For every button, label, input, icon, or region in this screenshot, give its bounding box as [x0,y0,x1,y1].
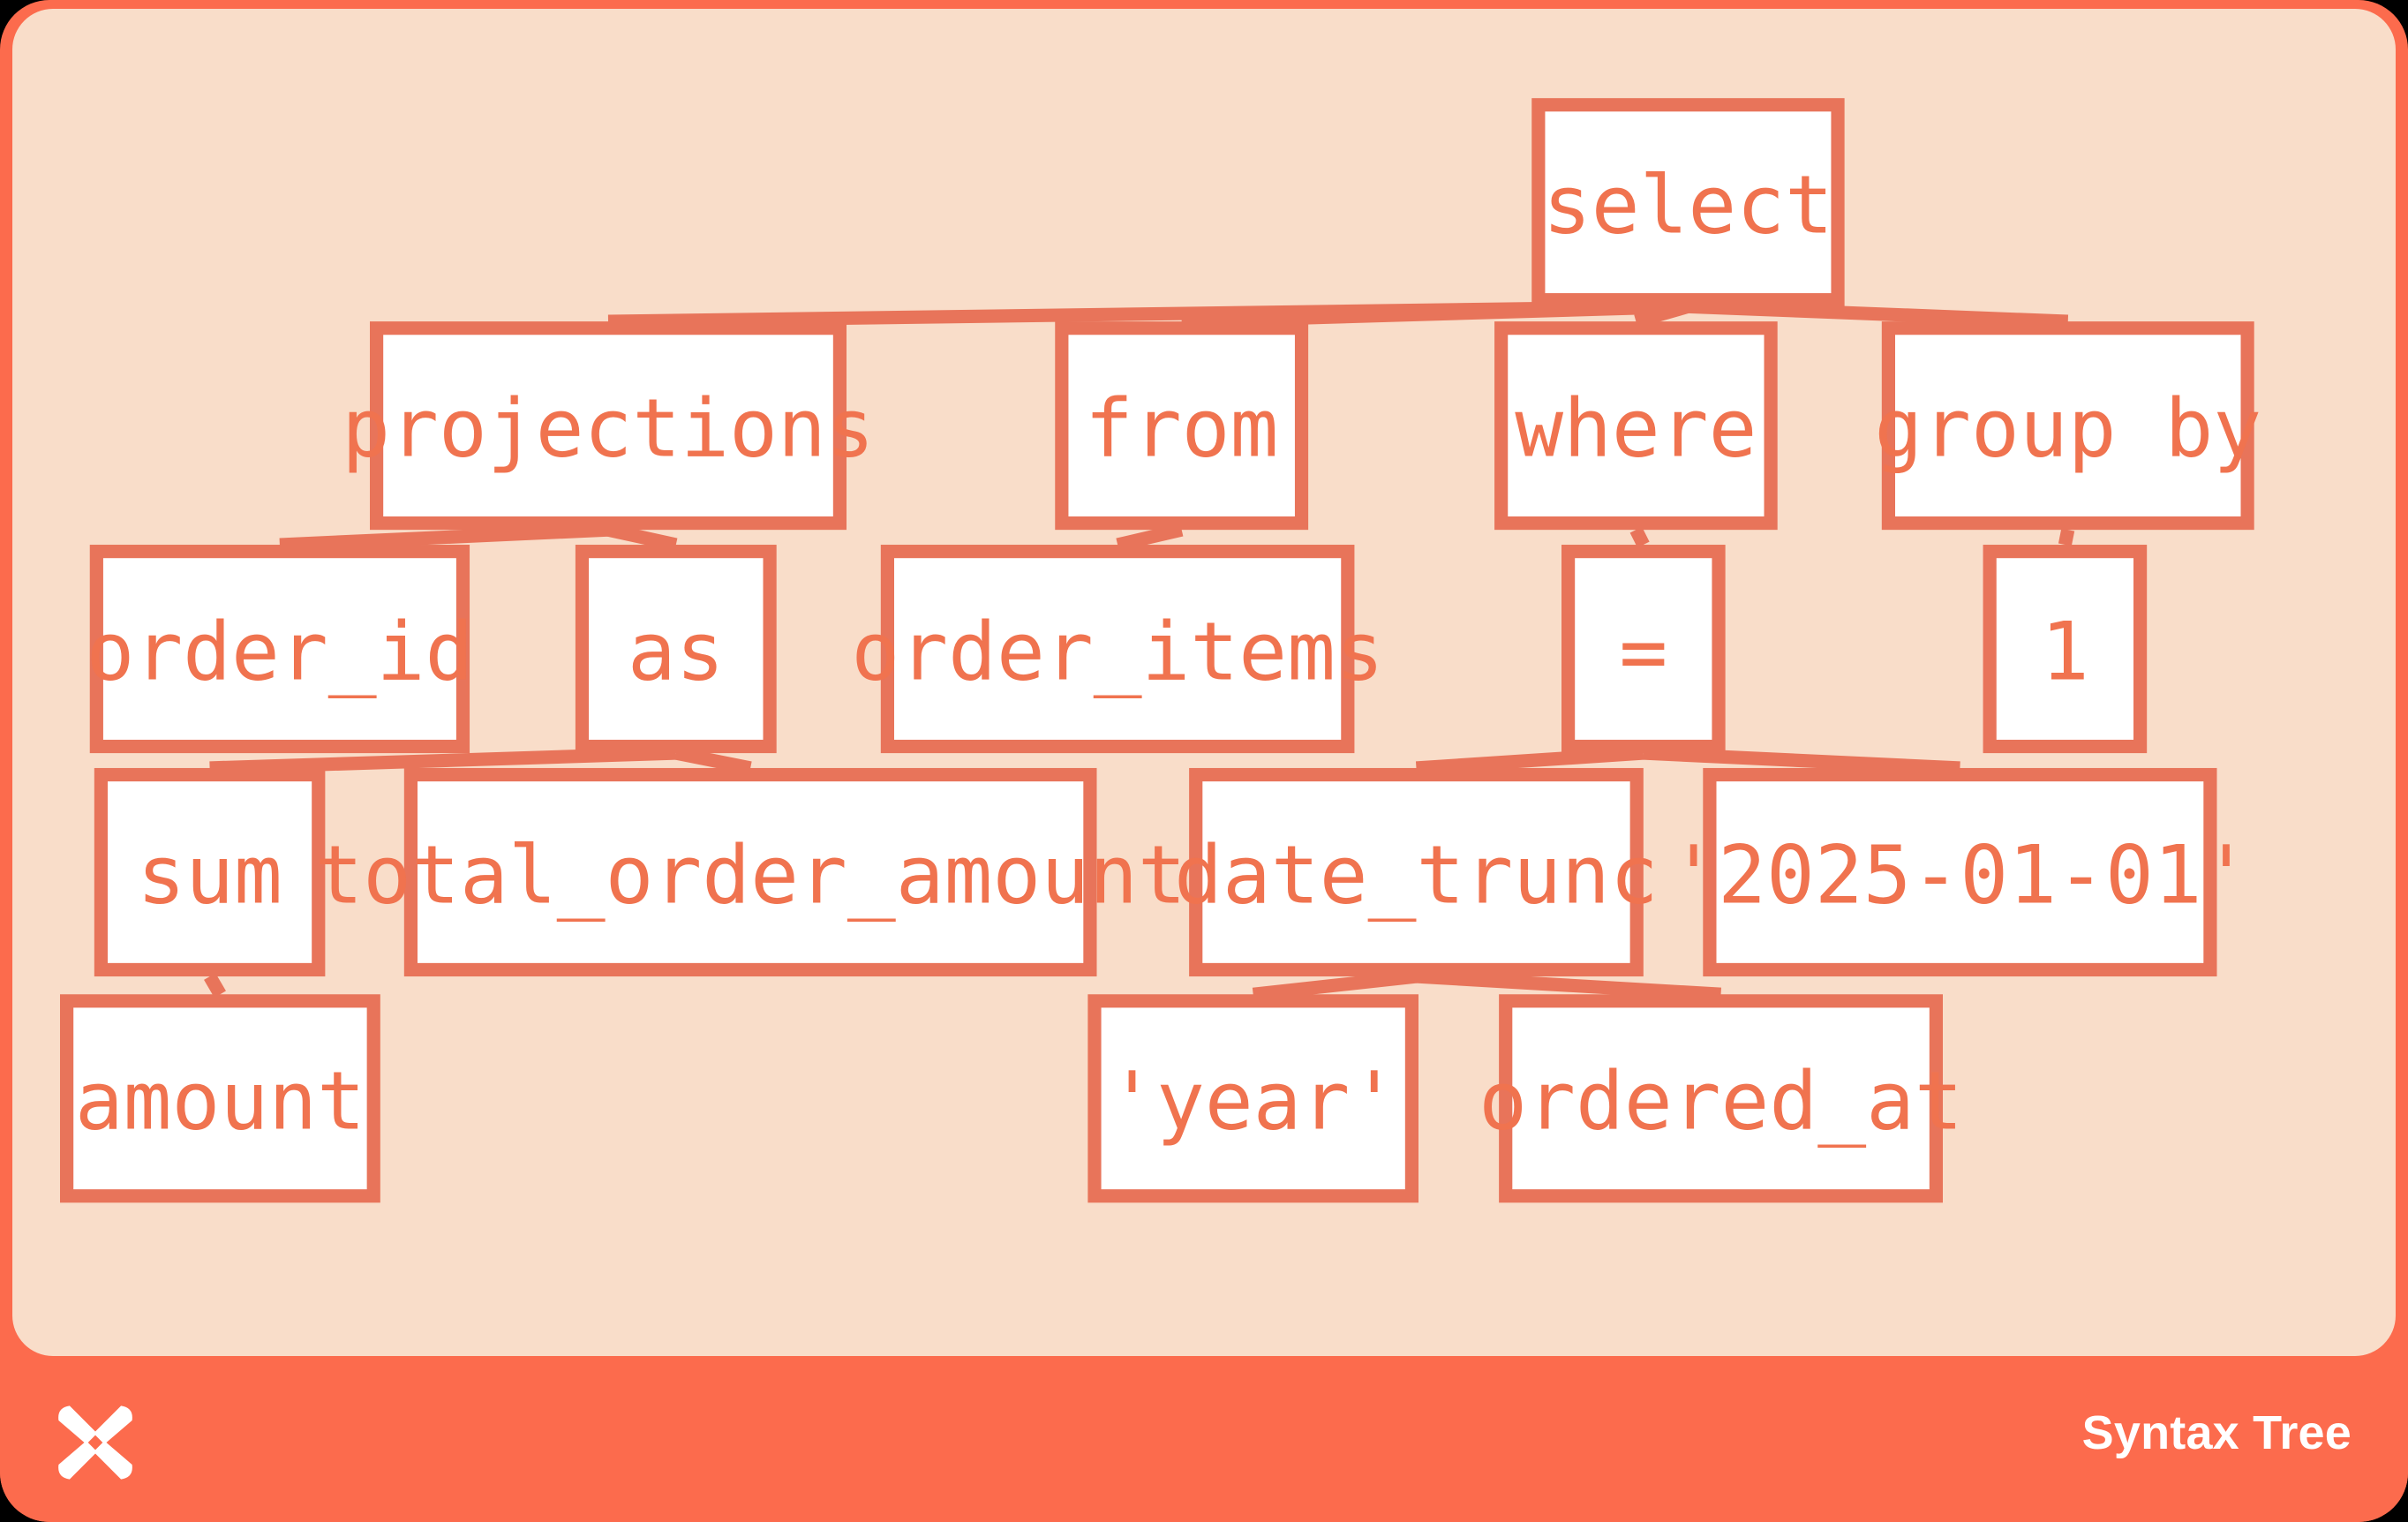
node-box [575,545,777,754]
node-box [1087,994,1418,1203]
tree-nodes: select projections from where group by order_… [60,98,2261,1203]
node-box [1055,321,1309,531]
node-box [1881,321,2254,531]
diagram-panel: select projections from where group by order_… [12,9,2396,1356]
tree-node-year-literal[interactable]: 'year' [1087,994,1418,1203]
syntax-tree-svg: select projections from where group by order_… [60,98,2261,1203]
node-label: from [1085,382,1278,476]
node-label: date_trunc [1174,828,1659,922]
tree-edge-from-to-order-items [1116,523,1184,552]
tree-edge-select-to-where [1634,299,1690,328]
node-label: projections [342,382,874,476]
footer-caption: Syntax Tree [2081,1406,2352,1459]
tree-node-date-trunc[interactable]: date_trunc [1174,767,1659,977]
node-box [1561,545,1726,754]
tree-edges [204,299,2075,1001]
node-label: as [628,605,725,698]
tree-edge-select-to-from [1181,299,1689,328]
tree-edge-date-trunc-to-year-literal [1252,969,1418,1001]
node-label: where [1515,382,1757,476]
tree-node-as[interactable]: as [575,545,777,754]
node-label: select [1543,159,1833,252]
tree-edge-where-to-equals [1629,526,1650,548]
tree-node-where[interactable]: where [1494,321,1778,531]
node-box [1703,767,2217,977]
node-box [60,994,380,1203]
node-box [1983,545,2148,754]
tree-edge-as-to-sum [209,746,677,775]
node-box [1499,994,1943,1203]
x-star-logo [58,1405,132,1480]
node-label: 1 [2041,605,2089,698]
tree-edge-date-trunc-to-ordered-at [1416,969,1722,1001]
tree-node-date-literal[interactable]: '2025-01-01' [1669,767,2251,977]
node-box [1189,767,1644,977]
tree-node-sum[interactable]: sum [94,767,326,977]
tree-node-group-by[interactable]: group by [1874,321,2261,531]
tree-node-amount[interactable]: amount [60,994,380,1203]
node-label: amount [75,1055,365,1149]
tree-edge-group-by-to-one [2058,528,2075,546]
node-label: ordered_at [1479,1055,1963,1149]
node-box [1494,321,1778,531]
tree-edge-as-to-total-order-amount [674,746,752,775]
tree-node-from[interactable]: from [1055,321,1309,531]
tree-edge-projections-to-order-id [279,523,609,552]
node-box [403,767,1097,977]
node-box [1531,98,1845,307]
tree-edge-projections-to-as [606,523,678,552]
tree-node-select[interactable]: select [1531,98,1845,307]
node-label: group by [1874,382,2261,476]
node-label: = [1619,605,1667,698]
node-box [94,767,326,977]
tree-edge-equals-to-date-literal [1643,746,1960,775]
tree-edge-sum-to-amount [204,973,226,998]
node-label: sum [137,828,282,922]
tree-node-order-id[interactable]: order_id [86,545,473,754]
node-label: total_order_amount [314,828,1185,922]
tree-node-ordered-at[interactable]: ordered_at [1479,994,1963,1203]
tree-node-order-items[interactable]: order_items [851,545,1384,754]
tree-node-total-order-amount[interactable]: total_order_amount [314,767,1186,977]
node-label: order_items [851,605,1383,698]
tree-node-one[interactable]: 1 [1983,545,2148,754]
tree-node-projections[interactable]: projections [342,321,875,531]
node-box [880,545,1355,754]
node-label: order_id [86,605,473,698]
node-box [89,545,470,754]
tree-node-equals[interactable]: = [1561,545,1726,754]
tree-edge-equals-to-date-trunc [1415,746,1644,775]
tree-edge-select-to-group-by [1688,299,2069,328]
node-label: 'year' [1108,1055,1398,1149]
footer-bar: Syntax Tree [0,1356,2408,1522]
node-box [370,321,847,531]
node-label: '2025-01-01' [1669,828,2250,922]
